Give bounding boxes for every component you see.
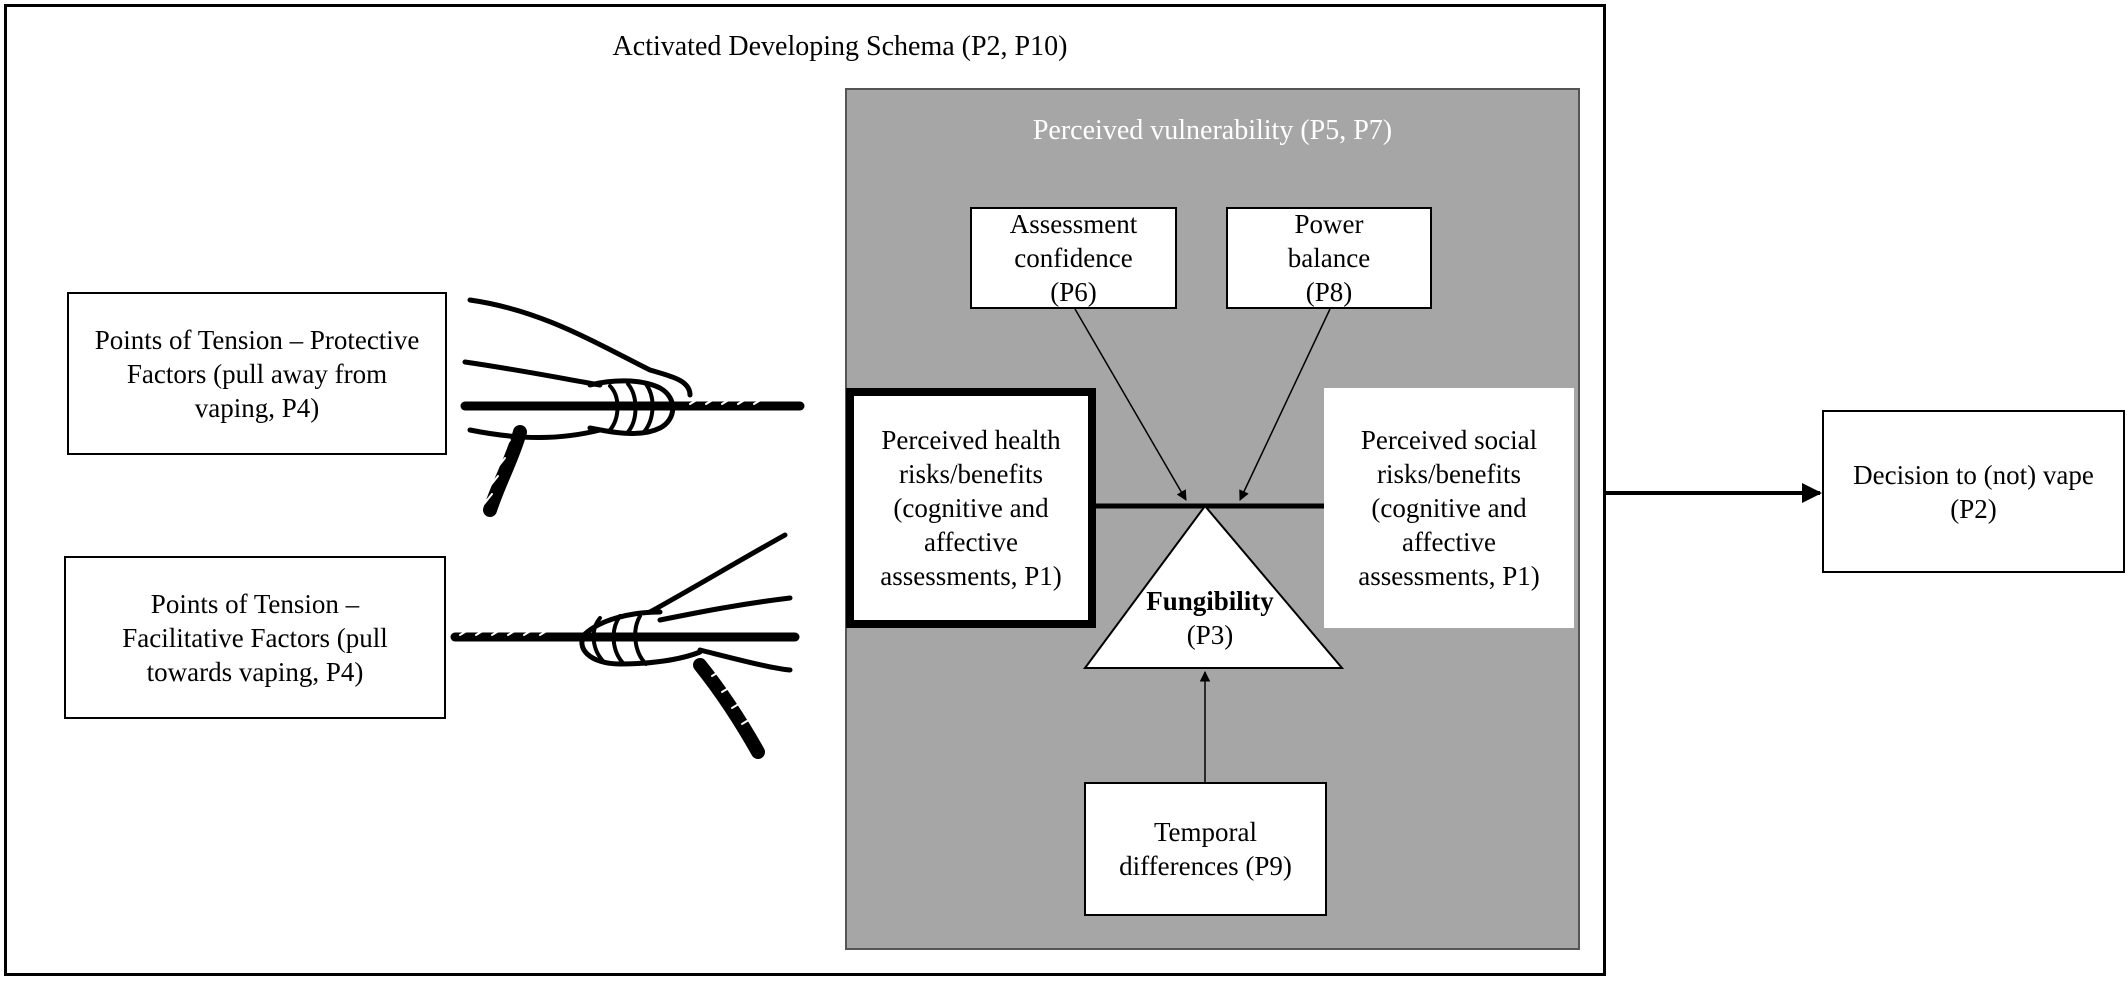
schema-title: Activated Developing Schema (P2, P10) xyxy=(612,31,1068,62)
hands-pulling-rope-icon xyxy=(450,532,800,759)
fungibility-title: Fungibility xyxy=(1146,586,1274,616)
fungibility-triangle xyxy=(1083,504,1345,669)
assessment-arrow xyxy=(1074,308,1187,501)
fungibility-code: (P3) xyxy=(1186,620,1234,650)
hands-pulling-rope-icon xyxy=(460,297,805,517)
perceived-social-box: Perceived social risks/benefits (cogniti… xyxy=(1324,388,1574,628)
power-balance-box: Power balance (P8) xyxy=(1226,207,1432,309)
decision-box: Decision to (not) vape (P2) xyxy=(1822,410,2125,573)
protective-factors-box: Points of Tension – Protective Factors (… xyxy=(67,292,447,455)
assessment-confidence-box: Assessment confidence (P6) xyxy=(970,207,1177,309)
temporal-differences-box: Temporal differences (P9) xyxy=(1084,782,1327,916)
perceived-health-box: Perceived health risks/benefits (cogniti… xyxy=(846,388,1096,628)
facilitative-factors-box: Points of Tension – Facilitative Factors… xyxy=(64,556,446,719)
fungibility-label: Fungibility (P3) xyxy=(1085,584,1335,652)
vulnerability-title: Perceived vulnerability (P5, P7) xyxy=(1032,115,1393,146)
power-arrow xyxy=(1239,308,1331,501)
